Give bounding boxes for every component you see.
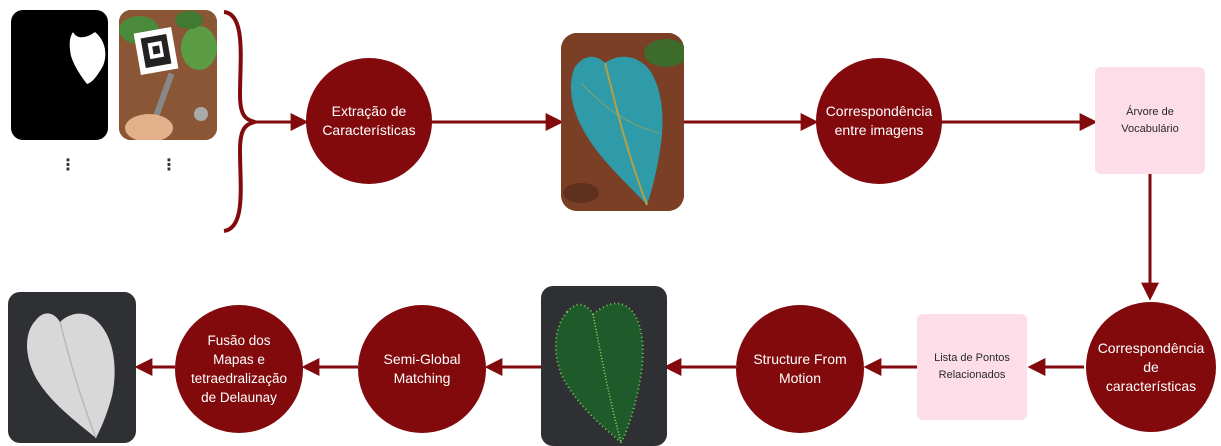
curly-brace — [224, 12, 255, 231]
node-correspondencia-imagens: Correspondência entre imagens — [816, 58, 942, 184]
ellipsis-mask: ⋮ — [60, 157, 76, 173]
mask-image — [11, 10, 108, 140]
leaf-photo — [119, 10, 217, 140]
node-extracao: Extração de Características — [306, 58, 432, 184]
ellipsis-photo: ⋮ — [161, 157, 177, 173]
node-fusao: Fusão dos Mapas e tetraedralização de De… — [175, 305, 303, 433]
node-sfm: Structure From Motion — [736, 305, 864, 433]
box-lista-pontos: Lista de Pontos Relacionados — [917, 314, 1027, 420]
node-sgm: Semi-Global Matching — [358, 305, 486, 433]
mesh-image — [8, 292, 136, 443]
node-correspondencia-caracteristicas: Correspondência de características — [1086, 302, 1216, 432]
box-arvore-vocabulario: Árvore de Vocabulário — [1095, 67, 1205, 174]
features-image — [561, 33, 684, 211]
point-cloud-image — [541, 286, 667, 446]
